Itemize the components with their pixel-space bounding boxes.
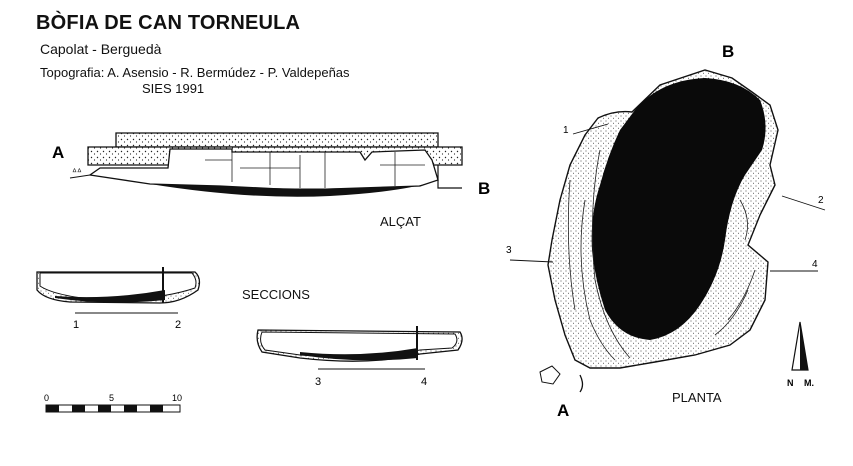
- elevation-upper-rock: [115, 132, 439, 148]
- survey-credits: Topografia: A. Asensio - R. Bermúdez - P…: [40, 65, 350, 80]
- section-marker-3: 3: [315, 376, 321, 388]
- magnetic-label: M.: [804, 378, 814, 388]
- elevation-end-a: A: [52, 143, 64, 162]
- organization-year: SIES 1991: [142, 81, 205, 96]
- page-title: BÒFIA DE CAN TORNEULA: [36, 12, 301, 34]
- scale-tick-5: 5: [109, 393, 114, 403]
- section-marker-4: 4: [421, 376, 427, 388]
- svg-text:ᐞᐞ: ᐞᐞ: [72, 167, 82, 177]
- elevation-profile: ᐞᐞ: [69, 132, 463, 197]
- scale-bar: [45, 404, 181, 413]
- plan-marker-4: 4: [812, 259, 818, 270]
- scale-tick-0: 0: [44, 393, 49, 403]
- plan-marker-3: 3: [506, 245, 512, 256]
- elevation-deposit: [150, 182, 432, 197]
- sections-label: SECCIONS: [242, 287, 310, 302]
- plan-section-lines: [509, 123, 826, 272]
- plan-lake: [591, 78, 766, 340]
- plan-view: [539, 69, 779, 393]
- plan-marker-2: 2: [818, 195, 824, 206]
- section-marker-1: 1: [73, 319, 79, 331]
- section-3-4: [256, 326, 463, 370]
- north-label: N: [787, 378, 794, 388]
- section-marker-2: 2: [175, 319, 181, 331]
- scale-tick-10: 10: [172, 393, 182, 403]
- elevation-end-b: B: [478, 179, 490, 198]
- plan-end-b: B: [722, 42, 734, 61]
- elevation-label: ALÇAT: [380, 214, 421, 229]
- section-1-2: [36, 267, 201, 314]
- plan-marker-1: 1: [563, 125, 569, 136]
- location-subtitle: Capolat - Berguedà: [40, 41, 162, 57]
- north-arrow-icon: [791, 321, 809, 371]
- plan-end-a: A: [557, 401, 569, 420]
- plan-label: PLANTA: [672, 390, 722, 405]
